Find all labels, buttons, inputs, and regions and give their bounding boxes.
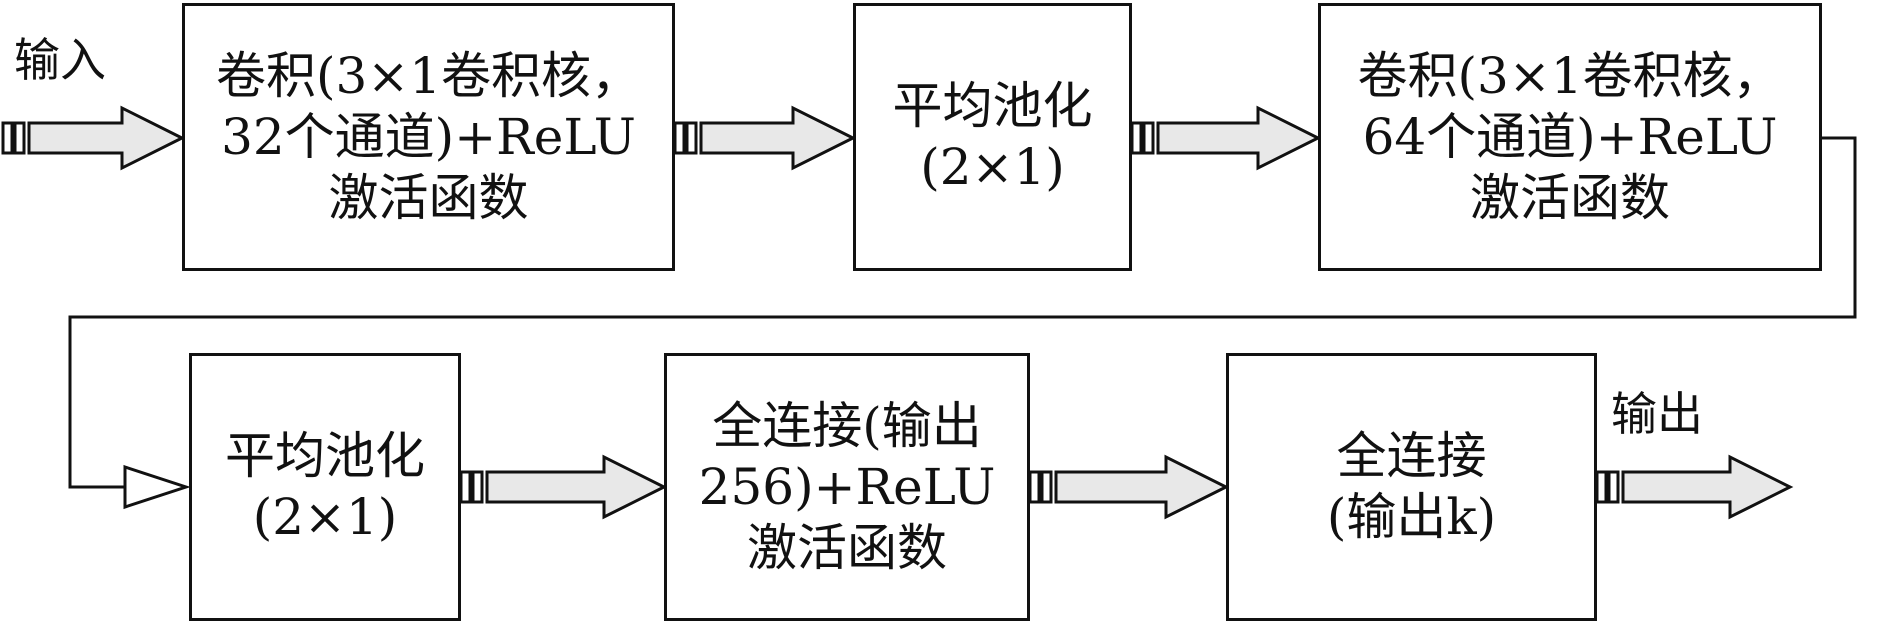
arrow-stub-bar — [685, 121, 698, 155]
arrow-stub-bar — [1, 121, 14, 155]
arrow-body — [1054, 454, 1230, 520]
input-label: 输入 — [14, 33, 106, 87]
arrow-stub-bar — [673, 121, 686, 155]
arrow-body — [699, 105, 857, 171]
output-label: 输出 — [1611, 387, 1703, 441]
pool2-block: 平均池化 (2×1) — [189, 353, 461, 621]
arrow-conv1-to-pool1 — [673, 105, 857, 171]
arrow-input-to-conv1 — [1, 105, 186, 171]
fc1-label: 全连接(输出 256)+ReLU 激活函数 — [698, 396, 996, 577]
pool1-label: 平均池化 (2×1) — [892, 77, 1093, 196]
connector-line — [68, 136, 1857, 489]
arrow-pool1-to-conv2 — [1130, 105, 1322, 171]
conv1-block: 卷积(3×1卷积核， 32个通道)+ReLU 激活函数 — [182, 3, 675, 271]
conv2-label: 卷积(3×1卷积核， 64个通道)+ReLU 激活函数 — [1357, 46, 1783, 227]
pool2-label: 平均池化 (2×1) — [225, 427, 425, 546]
arrow-body — [27, 105, 186, 171]
arrow-stub-bar — [1040, 470, 1053, 504]
arrow-stub-bar — [471, 470, 484, 504]
pool1-block: 平均池化 (2×1) — [853, 3, 1132, 271]
arrow-stub-bar — [1130, 121, 1143, 155]
arrow-pool2-to-fc1 — [459, 454, 668, 520]
arrow-stub-bar — [1595, 470, 1608, 504]
arrow-stub-bar — [1142, 121, 1155, 155]
arrow-fc2-to-output — [1595, 454, 1794, 520]
arrow-stub-bar — [459, 470, 472, 504]
connector-arrowhead — [123, 464, 191, 510]
arrow-fc1-to-fc2 — [1028, 454, 1230, 520]
fc1-block: 全连接(输出 256)+ReLU 激活函数 — [664, 353, 1030, 621]
conv2-block: 卷积(3×1卷积核， 64个通道)+ReLU 激活函数 — [1318, 3, 1822, 271]
arrow-stub-bar — [1607, 470, 1620, 504]
fc2-block: 全连接 (输出k) — [1226, 353, 1597, 621]
conv1-label: 卷积(3×1卷积核， 32个通道)+ReLU 激活函数 — [215, 46, 642, 227]
arrow-body — [485, 454, 668, 520]
arrow-stub-bar — [1028, 470, 1041, 504]
arrow-stub-bar — [13, 121, 26, 155]
arrow-body — [1156, 105, 1322, 171]
arrow-body — [1621, 454, 1794, 520]
fc2-label: 全连接 (输出k) — [1326, 427, 1497, 546]
